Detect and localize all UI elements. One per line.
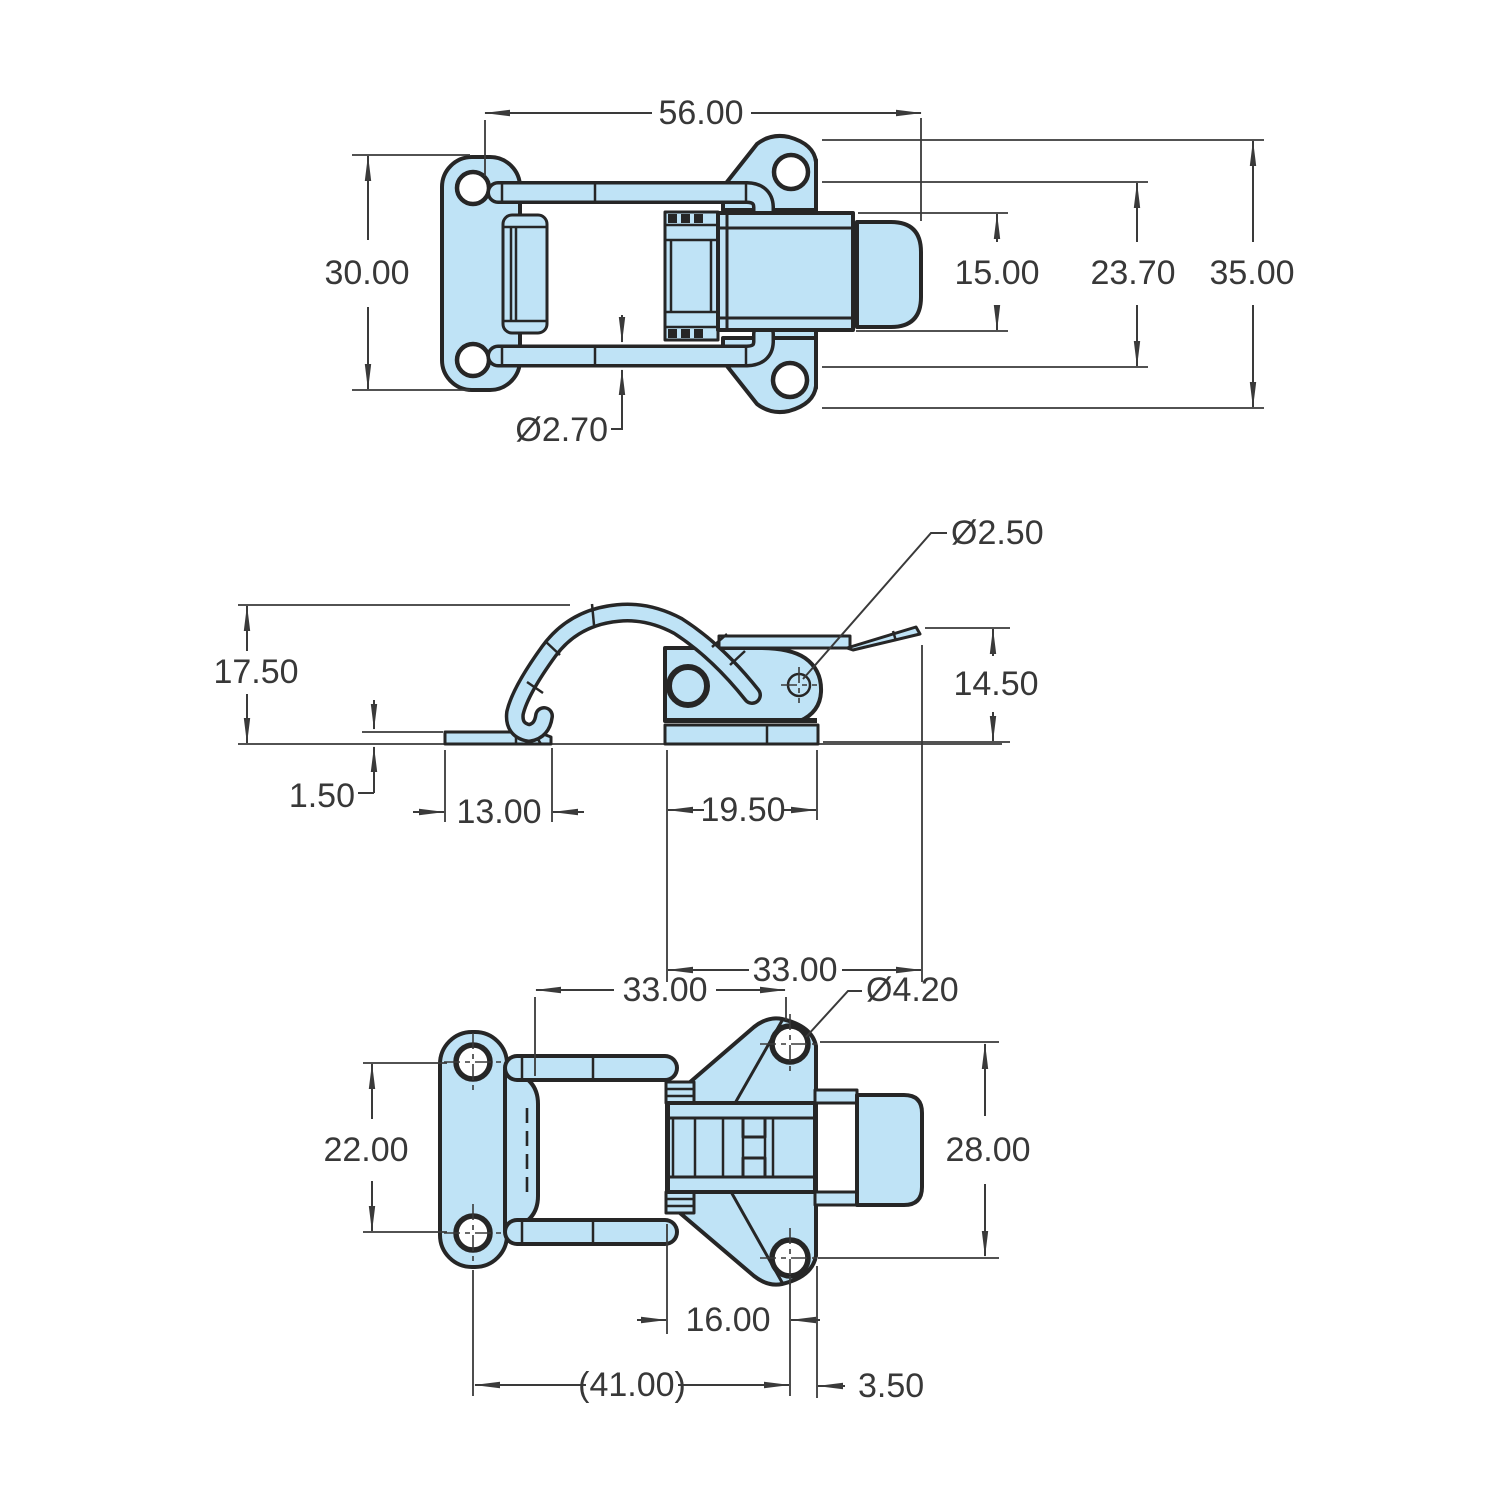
- spring-stack: [663, 210, 720, 342]
- serration: [694, 329, 703, 338]
- rubber-cap: [855, 220, 923, 329]
- pivot-pin: [666, 664, 710, 708]
- hook-bend-line: [711, 633, 728, 648]
- cap-tab: [813, 1190, 859, 1207]
- dim-22-label: 22.00: [323, 1131, 408, 1169]
- hook-bend-line: [590, 603, 596, 626]
- roller-notch: [741, 1156, 767, 1179]
- dim-420-label: Ø4.20: [866, 971, 959, 1009]
- dim-350-label: 3.50: [858, 1367, 924, 1405]
- lever-seam: [891, 630, 898, 642]
- top-flange: [717, 634, 852, 650]
- dim-28-label: 28.00: [945, 1131, 1030, 1169]
- dim-1950-label: 19.50: [700, 791, 785, 829]
- spring-end: [664, 1190, 696, 1215]
- dim-wire-dia-label: Ø2.70: [515, 411, 608, 449]
- hook-bend-line: [729, 650, 746, 666]
- dim-1750-label: 17.50: [213, 653, 298, 691]
- side-view: 17.50 1.50 13.00 19.50 33.00 14.50 Ø2.50: [213, 514, 1043, 989]
- hook-bend-line: [544, 640, 561, 656]
- plate-fold-tab: [503, 1068, 540, 1232]
- ear-hole: [771, 152, 811, 192]
- spring-roller: [501, 213, 549, 335]
- dim-1450-label: 14.50: [953, 665, 1038, 703]
- serration: [681, 329, 690, 338]
- dim-15-label: 15.00: [954, 254, 1039, 292]
- plate-hole: [454, 341, 492, 379]
- dim-150-label: 1.50: [289, 777, 355, 815]
- roller-mechanism: [666, 1101, 817, 1194]
- release-lever: [845, 625, 922, 652]
- hook-arm-fill: [508, 606, 759, 740]
- dim-41-label: (41.00): [578, 1366, 686, 1404]
- top-view: 56.00 30.00 15.00 23.70 35.00 Ø2.70: [324, 94, 1294, 449]
- rubber-cap: [855, 1093, 924, 1207]
- dim-2370-label: 23.70: [1090, 254, 1175, 292]
- roller-notch: [741, 1116, 767, 1139]
- dim-56-label: 56.00: [658, 94, 743, 132]
- leader-mount-hole: [805, 990, 862, 1038]
- serration: [668, 329, 677, 338]
- ear-hole: [770, 360, 810, 400]
- hook-bend-line: [526, 680, 544, 695]
- latch-slide-body: [716, 211, 855, 332]
- cap-tab: [813, 1088, 859, 1105]
- dim-rivet-label: Ø2.50: [951, 514, 1044, 552]
- base-plate: [663, 723, 820, 746]
- dim-30-label: 30.00: [324, 254, 409, 292]
- serration: [681, 214, 690, 223]
- dim-33s-label: 33.00: [752, 951, 837, 989]
- base-gasket: [666, 718, 817, 723]
- bottom-view: 33.00 Ø4.20 22.00 28.00 16.00 (41.00) 3.…: [323, 971, 1030, 1405]
- serration: [694, 214, 703, 223]
- leader-rivet-hole: [802, 532, 947, 680]
- plate-hole: [454, 169, 492, 207]
- serration: [668, 214, 677, 223]
- spring-end: [664, 1080, 696, 1105]
- dim-13-label: 13.00: [456, 793, 541, 831]
- dim-35-label: 35.00: [1209, 254, 1294, 292]
- dim-33b-label: 33.00: [622, 971, 707, 1009]
- dim-16-label: 16.00: [685, 1301, 770, 1339]
